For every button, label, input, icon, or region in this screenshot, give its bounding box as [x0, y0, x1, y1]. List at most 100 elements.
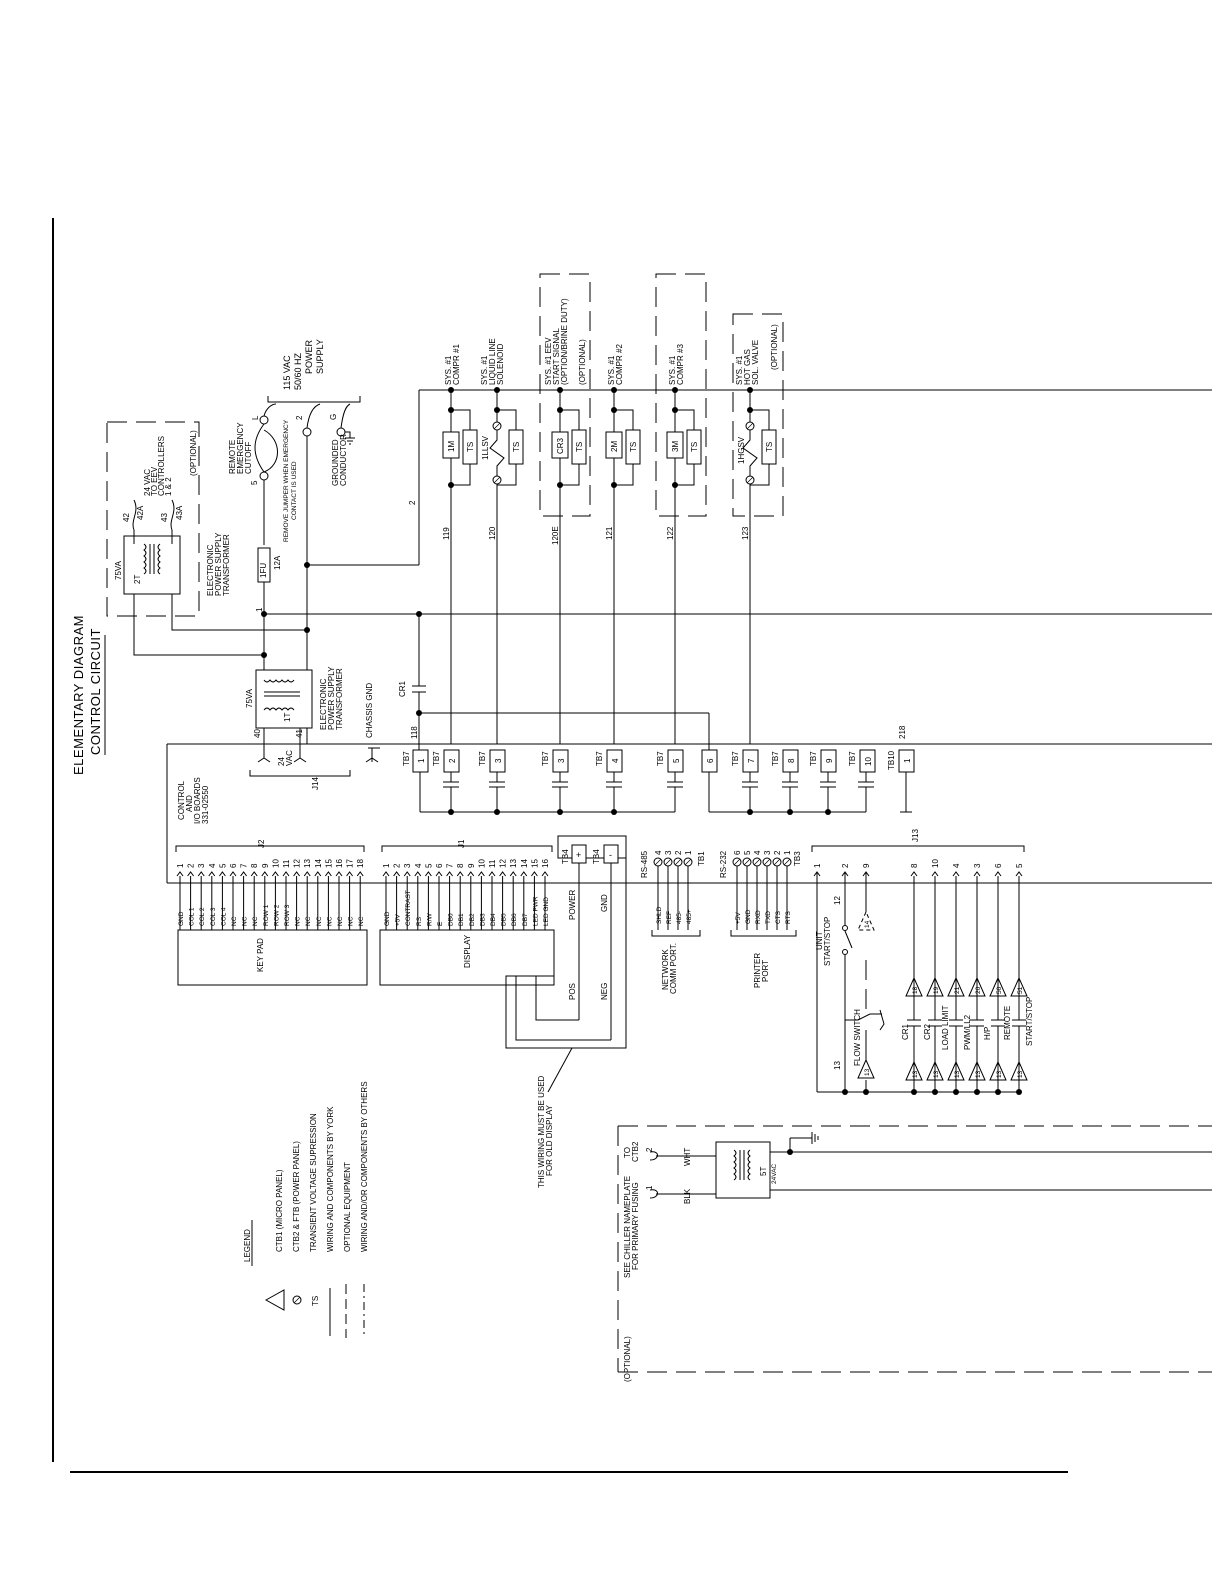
j2-signal-2: COL 1 — [189, 907, 196, 926]
j2-signal-1: GND — [178, 911, 185, 926]
svg-text:CR1: CR1 — [901, 1023, 910, 1040]
j2-signal-4: COL 3 — [210, 907, 217, 926]
svg-text:CTB2: CTB2 — [631, 1141, 640, 1162]
svg-text:TB7: TB7 — [478, 751, 487, 766]
j13-pin-1: 1 — [813, 863, 822, 868]
svg-text:7: 7 — [747, 758, 756, 763]
tvs-bottom-0 — [857, 1058, 875, 1079]
svg-text:115 VAC: 115 VAC — [282, 355, 292, 390]
j1-pin-1: 1 — [382, 863, 391, 868]
display-label: DISPLAY — [463, 934, 472, 968]
svg-text:42A: 42A — [136, 505, 145, 520]
tvs-top-1 — [905, 976, 923, 997]
legend-circle-slash-symbol — [292, 1295, 302, 1305]
svg-text:TB7: TB7 — [731, 751, 740, 766]
terminal-5 — [259, 471, 269, 481]
svg-text:GND: GND — [600, 894, 609, 912]
tvs-top-1-label: 18 — [912, 986, 919, 994]
svg-text:POS: POS — [568, 983, 577, 1000]
j1-signal-11: DB4 — [490, 913, 497, 926]
svg-text:UNIT: UNIT — [815, 931, 824, 950]
svg-text:SOLENOID: SOLENOID — [496, 343, 505, 385]
svg-text:COMPR #3: COMPR #3 — [676, 344, 685, 385]
svg-text:OPTIONAL EQUIPMENT: OPTIONAL EQUIPMENT — [343, 1162, 352, 1252]
svg-text:24VAC: 24VAC — [771, 1164, 778, 1184]
svg-text:2: 2 — [295, 415, 304, 420]
j13-pin-9: 9 — [862, 863, 871, 868]
j2-signal-14: NC — [316, 916, 323, 926]
tb7-terminal-strip: TB7 1 TB7 2 TB7 3 TB7 3 TB7 4 TB7 5 6 TB… — [402, 749, 876, 773]
svg-text:(OPTIONAL): (OPTIONAL) — [623, 1336, 632, 1382]
tvs-bottom-3-label: 13 — [954, 1070, 961, 1078]
j1-pin-9: 9 — [467, 863, 476, 868]
power-supply-label: 115 VAC 50/60 HZ POWER SUPPLY — [267, 339, 361, 403]
svg-text:SOL. VALVE: SOL. VALVE — [751, 340, 760, 385]
svg-text:TS: TS — [512, 442, 521, 452]
svg-text:GROUNDED: GROUNDED — [331, 439, 340, 486]
j1-signal-16: LED GND — [543, 897, 550, 926]
tb3-pin-5: 5 — [743, 850, 752, 855]
svg-text:2: 2 — [645, 1147, 654, 1152]
tb1-signal-1: 485+ — [686, 909, 693, 924]
svg-text:12: 12 — [833, 896, 842, 905]
svg-text:TB7: TB7 — [656, 751, 665, 766]
svg-text:120E: 120E — [551, 526, 560, 545]
svg-text:TB7: TB7 — [402, 751, 411, 766]
eev-transformer-optional-box — [106, 421, 200, 617]
svg-text:L: L — [251, 415, 260, 420]
j13-pin-5: 5 — [1015, 863, 1024, 868]
svg-text:TRANSFORMER: TRANSFORMER — [335, 668, 344, 730]
transformer-1t — [255, 669, 313, 729]
svg-text:3: 3 — [494, 758, 503, 763]
j2-pin-18: 18 — [356, 859, 365, 868]
j2-signal-18: NC — [358, 916, 365, 926]
svg-text:TB4: TB4 — [592, 849, 601, 864]
svg-text:SYS. #1: SYS. #1 — [480, 355, 489, 385]
ts-1m — [462, 429, 478, 465]
j2-signal-17: NC — [348, 916, 355, 926]
ts-2m — [625, 429, 641, 465]
svg-text:75VA: 75VA — [245, 688, 254, 708]
ts-1hgsv — [761, 429, 777, 465]
eev-controllers-label: 24 VAC TO EEV CONTROLLERS 1 & 2 — [143, 436, 173, 496]
svg-text:8: 8 — [787, 758, 796, 763]
diagram-title: ELEMENTARY DIAGRAM CONTROL CIRCUIT — [71, 615, 106, 775]
svg-text:COMPR #1: COMPR #1 — [452, 344, 461, 385]
svg-text:EMERGENCY: EMERGENCY — [236, 422, 245, 474]
tb3-signal-6: +5V — [735, 912, 742, 924]
svg-text:1M: 1M — [447, 441, 456, 452]
svg-text:24 VAC: 24 VAC — [143, 469, 152, 496]
svg-text:WIRING AND COMPONENTS BY YORK: WIRING AND COMPONENTS BY YORK — [326, 1106, 335, 1252]
j2-pin-1: 1 — [176, 863, 185, 868]
svg-text:TS: TS — [466, 442, 475, 452]
svg-text:(OPTIONAL): (OPTIONAL) — [770, 324, 779, 370]
j1-signal-2: +5V — [395, 914, 402, 926]
svg-text:6: 6 — [706, 758, 715, 763]
j2-pin-7: 7 — [240, 863, 249, 868]
tb3-signal-4: RXD — [755, 910, 762, 924]
tvs-top-4-label: 20 — [975, 986, 982, 994]
tb4-power-terminals: + TB4 - TB4 POWER GND POS NEG — [505, 835, 627, 1049]
3m-optional-box — [655, 273, 707, 517]
j1-signal-6: E — [437, 921, 444, 926]
j1-signal-5: R/W — [426, 913, 433, 927]
coil-cr3 — [551, 431, 569, 459]
tb1-signal-4: SHLD — [656, 906, 663, 924]
tvs-bottom-5 — [989, 1060, 1007, 1081]
keypad-device — [177, 929, 368, 986]
svg-text:1HGSV: 1HGSV — [737, 436, 746, 464]
svg-text:BLK: BLK — [683, 1188, 692, 1204]
svg-text:3M: 3M — [671, 441, 680, 452]
tb3-pin-1: 1 — [783, 850, 792, 855]
tb3-signal-5: GND — [745, 909, 752, 924]
tb1-pin-4: 4 — [654, 850, 663, 855]
svg-text:LEGEND: LEGEND — [243, 1229, 252, 1262]
svg-text:123: 123 — [741, 526, 750, 540]
relay-cr1-label: CR1 — [398, 680, 407, 697]
svg-text:START/STOP: START/STOP — [823, 917, 832, 966]
svg-text:WHT: WHT — [683, 1148, 692, 1166]
svg-text:(OPTIONAL): (OPTIONAL) — [189, 430, 198, 476]
svg-text:2T: 2T — [133, 575, 142, 584]
